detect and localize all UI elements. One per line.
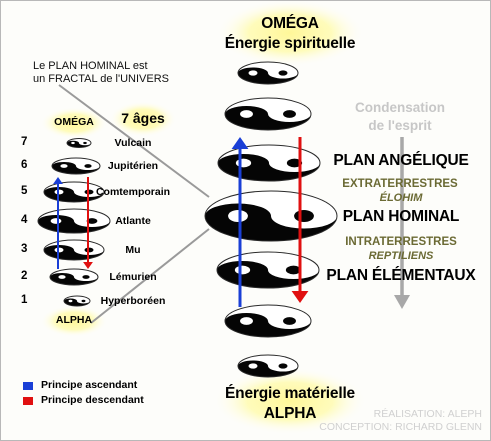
small-omega-label: OMÉGA bbox=[54, 116, 94, 128]
yinyang-age-7 bbox=[66, 138, 92, 148]
omega-label: OMÉGA bbox=[261, 15, 319, 32]
reptiliens-label: REPTILIENS bbox=[368, 250, 434, 262]
descendant-arrow-small bbox=[83, 177, 93, 269]
age-number: 1 bbox=[21, 294, 28, 306]
age-number: 5 bbox=[21, 185, 28, 197]
age-name: Comtemporain bbox=[95, 186, 171, 198]
small-alpha-glow bbox=[40, 305, 108, 337]
descendant-arrow-main bbox=[291, 137, 309, 303]
yinyang-age-6 bbox=[51, 157, 101, 175]
yinyang-main-1 bbox=[237, 354, 299, 378]
age-name: Vulcain bbox=[114, 137, 152, 149]
fractal-pointer-line bbox=[58, 84, 210, 198]
alpha-glow bbox=[212, 367, 368, 435]
condensation-label-2: de l'esprit bbox=[368, 118, 432, 133]
yinyang-main-2 bbox=[224, 304, 312, 338]
yinyang-age-4 bbox=[37, 208, 111, 234]
yinyang-main-3 bbox=[216, 251, 320, 289]
age-number: 3 bbox=[21, 243, 28, 255]
credit-realisation: RÉALISATION: ALEPH bbox=[373, 408, 482, 420]
spiritual-energy-label: Énergie spirituelle bbox=[224, 35, 356, 52]
title-7ages-glow bbox=[109, 101, 177, 137]
small-omega-glow bbox=[40, 107, 108, 139]
yinyang-age-2 bbox=[49, 268, 99, 286]
condensation-label-1: Condensation bbox=[355, 100, 445, 115]
age-number: 7 bbox=[21, 136, 28, 148]
extraterrestres-label: EXTRATERRESTRES bbox=[342, 178, 458, 190]
yinyang-main-6 bbox=[224, 97, 312, 131]
descendant-legend-label: Principe descendant bbox=[41, 394, 144, 406]
fractal-note-line2: un FRACTAL de l'UNIVERS bbox=[33, 73, 169, 85]
credit-conception: CONCEPTION: RICHARD GLENN bbox=[319, 421, 482, 433]
seven-ages-title: 7 âges bbox=[121, 110, 165, 126]
alpha-label: ALPHA bbox=[263, 405, 317, 422]
ascendant-swatch bbox=[23, 382, 33, 390]
yinyang-age-3 bbox=[43, 239, 105, 261]
fractal-pointer-line-lower bbox=[90, 228, 210, 324]
yinyang-age-1 bbox=[63, 295, 91, 307]
plan-elementaux-label: PLAN ÉLÉMENTAUX bbox=[326, 267, 476, 284]
yinyang-main-7 bbox=[237, 61, 299, 85]
ascendant-legend-label: Principe ascendant bbox=[41, 379, 138, 391]
condensation-arrow bbox=[394, 137, 410, 309]
age-name: Jupitérien bbox=[107, 160, 159, 172]
fractal-note-line1: Le PLAN HOMINAL est bbox=[33, 60, 148, 72]
age-number: 6 bbox=[21, 159, 28, 171]
small-alpha-label: ALPHA bbox=[55, 314, 93, 326]
ascendant-arrow-main bbox=[231, 137, 249, 307]
age-name: Mu bbox=[125, 244, 141, 256]
ascendant-arrow-small bbox=[53, 177, 63, 269]
yinyang-main-4 bbox=[204, 190, 338, 242]
yinyang-main-5 bbox=[217, 144, 321, 182]
elohim-label: ÉLOHIM bbox=[379, 192, 423, 204]
plan-angelique-label: PLAN ANGÉLIQUE bbox=[333, 152, 469, 169]
intraterrestres-label: INTRATERRESTRES bbox=[345, 236, 457, 248]
age-name: Hyperboréen bbox=[100, 295, 166, 307]
plan-hominal-label: PLAN HOMINAL bbox=[342, 208, 460, 225]
descendant-swatch bbox=[23, 397, 33, 405]
age-name: Atlante bbox=[115, 215, 151, 227]
omega-glow bbox=[215, 1, 365, 67]
age-number: 2 bbox=[21, 270, 28, 282]
material-energy-label: Énergie matérielle bbox=[225, 385, 355, 402]
age-name: Lémurien bbox=[109, 271, 157, 283]
age-number: 4 bbox=[21, 214, 28, 226]
